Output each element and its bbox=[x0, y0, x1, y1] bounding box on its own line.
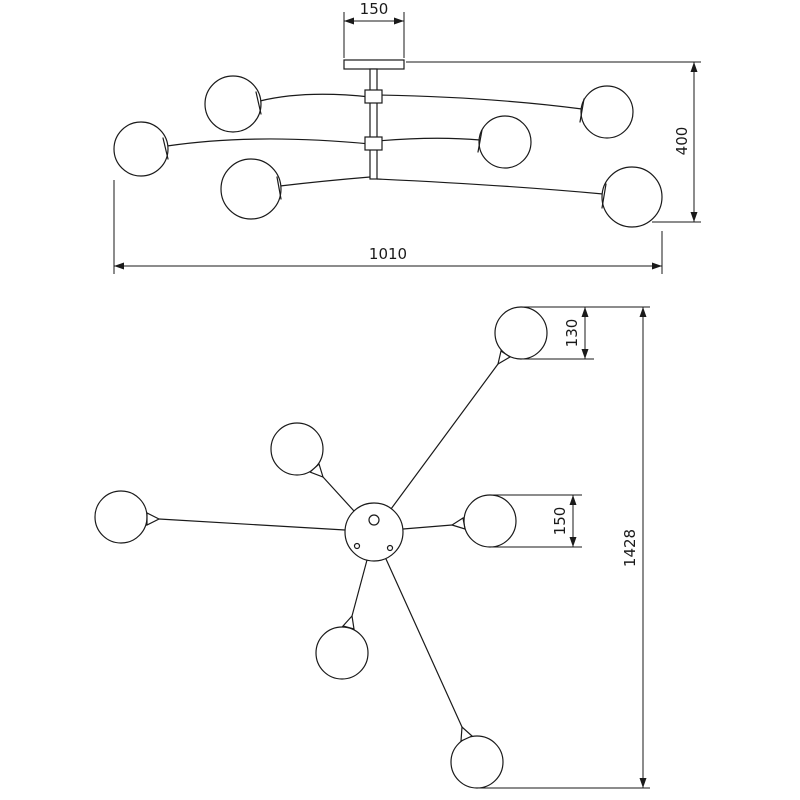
dimension-overall-diameter: 1428 bbox=[477, 307, 650, 789]
dim-label-height: 400 bbox=[673, 127, 691, 156]
side-view: 150 400 1010 bbox=[113, 0, 701, 274]
globes-plan bbox=[94, 306, 548, 789]
hub-hole-right bbox=[386, 544, 394, 552]
globe-plan-lower-left bbox=[315, 626, 369, 680]
lamp-arms-side bbox=[166, 93, 604, 195]
dimension-height: 400 bbox=[406, 61, 701, 223]
dim-label-globe-right: 150 bbox=[551, 507, 569, 536]
globe-mid-left bbox=[113, 121, 169, 177]
ceiling-canopy bbox=[343, 59, 405, 70]
globe-lower-right bbox=[601, 166, 663, 228]
globes-side bbox=[113, 75, 663, 228]
globe-plan-right bbox=[463, 494, 517, 548]
hub-hole-left bbox=[353, 542, 361, 550]
globe-plan-bottom bbox=[450, 735, 504, 789]
dimension-width: 1010 bbox=[113, 180, 663, 274]
stem bbox=[364, 68, 383, 180]
hub-hole-top bbox=[368, 514, 380, 526]
globe-upper-right bbox=[580, 85, 634, 139]
globe-lower-left bbox=[220, 158, 282, 220]
dimension-canopy-width: 150 bbox=[343, 0, 405, 58]
mounting-hub bbox=[344, 502, 404, 562]
globe-plan-upper-left bbox=[270, 422, 324, 476]
dim-label-globe-top: 130 bbox=[563, 319, 581, 348]
socket-cones bbox=[146, 350, 512, 742]
dim-label-overall-diameter: 1428 bbox=[621, 529, 639, 567]
dim-label-width: 1010 bbox=[369, 245, 407, 263]
globe-plan-top-right bbox=[494, 306, 548, 360]
plan-view: 130 150 1428 bbox=[94, 306, 650, 789]
globe-upper-left bbox=[204, 75, 262, 133]
dimension-globe-top: 130 bbox=[521, 306, 650, 360]
globe-mid-right bbox=[478, 115, 532, 169]
lamp-arms-plan bbox=[158, 363, 499, 728]
dim-label-canopy-width: 150 bbox=[360, 0, 389, 18]
dimension-globe-right: 150 bbox=[490, 494, 582, 548]
globe-plan-left bbox=[94, 490, 148, 544]
